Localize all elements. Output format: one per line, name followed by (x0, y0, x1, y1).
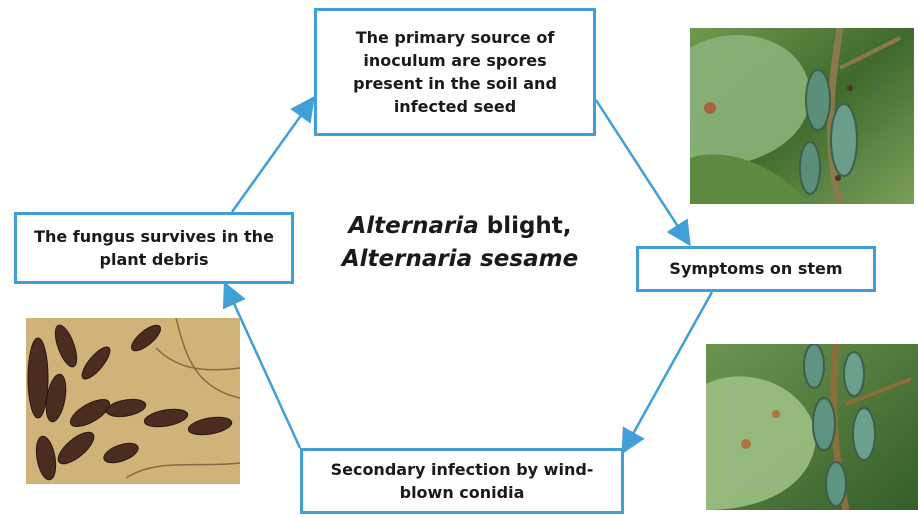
cycle-box-secondary-infection: Secondary infection by wind-blown conidi… (300, 448, 624, 514)
cycle-text-primary-inoculum: The primary source of inoculum are spore… (327, 26, 583, 119)
cycle-box-symptoms: Symptoms on stem (636, 246, 876, 292)
cycle-text-symptoms: Symptoms on stem (669, 257, 842, 280)
cycle-text-secondary-infection: Secondary infection by wind-blown conidi… (313, 458, 611, 504)
photo-alternaria-conidia-micrograph (26, 318, 240, 484)
conidia-micrograph-image (26, 318, 240, 484)
title-line-1: Alternaria blight, (290, 210, 630, 243)
cycle-box-survival: The fungus survives in the plant debris (14, 212, 294, 284)
diagram-title: Alternaria blight, Alternaria sesame (290, 210, 630, 277)
sesame-stem-image (690, 28, 914, 204)
title-line-2: Alternaria sesame (290, 243, 630, 276)
title-blight: blight, (479, 213, 572, 239)
photo-sesame-stem-symptoms-2 (706, 344, 918, 510)
arrow-left-to-top (232, 100, 312, 212)
cycle-text-survival: The fungus survives in the plant debris (27, 225, 281, 271)
cycle-box-primary-inoculum: The primary source of inoculum are spore… (314, 8, 596, 136)
title-genus: Alternaria (348, 213, 478, 239)
sesame-stem-image (706, 344, 918, 510)
arrow-right-to-bottom (624, 292, 712, 450)
photo-sesame-stem-symptoms-1 (690, 28, 914, 204)
